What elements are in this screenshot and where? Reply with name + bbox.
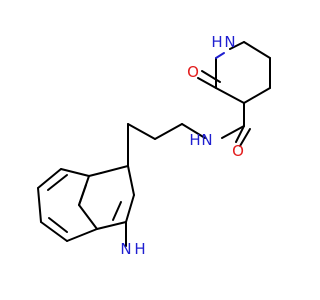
indole-bond-10 <box>37 187 42 223</box>
ring-bond-7 <box>229 41 245 50</box>
amide-nh-label: N <box>201 131 212 149</box>
indole-bond-5 <box>78 204 98 230</box>
side-chain-bond-2 <box>221 125 245 139</box>
canvas-background <box>0 0 300 300</box>
ring-bond-3 <box>243 87 271 104</box>
side-chain-bond-3 <box>235 125 245 143</box>
ring-carbonyl-bond-1 <box>197 77 217 89</box>
indole-bond-9 <box>37 168 62 189</box>
indole-system <box>37 165 135 247</box>
indole-double-bond-2 <box>48 217 68 233</box>
piperidine-nh-label: N <box>224 33 235 51</box>
ring-bond-1 <box>243 41 271 59</box>
side-chain-bond-6 <box>154 123 183 140</box>
indole-bond-7 <box>88 172 102 177</box>
ring-bond-6 <box>215 52 225 59</box>
side-chain-bond-4 <box>239 128 251 147</box>
amide-carbonyl-o-label: O <box>232 142 244 160</box>
ring-carbonyl-o-label: O <box>187 63 199 81</box>
ring-bond-4 <box>215 87 245 104</box>
amide-h-label: H <box>189 131 200 149</box>
indole-bond-11 <box>40 221 68 242</box>
indole-bond-3 <box>125 194 135 223</box>
ring-carbonyl-bond-2 <box>201 70 221 83</box>
amide-side-chain <box>127 102 251 167</box>
side-chain-bond-7 <box>127 123 156 140</box>
indole-bond-12 <box>66 228 98 242</box>
indole-bond-8 <box>60 168 90 177</box>
indole-double-bond-1 <box>47 174 68 191</box>
chemical-structure-drawing: N H O N H O N H <box>0 0 300 300</box>
indole-bond-4 <box>96 221 127 230</box>
piperidinone-ring <box>215 41 271 104</box>
indole-n-label: N <box>120 240 131 258</box>
side-chain-bond-5 <box>181 123 206 139</box>
indole-bond-1 <box>100 165 129 174</box>
indole-double-bond-4 <box>112 201 122 221</box>
indole-h-label: H <box>134 240 145 258</box>
indole-double-bond-3 <box>78 184 87 206</box>
indole-bond-2 <box>127 165 135 196</box>
piperidine-h-label: H <box>211 33 222 51</box>
ring-carbonyl <box>197 70 221 89</box>
